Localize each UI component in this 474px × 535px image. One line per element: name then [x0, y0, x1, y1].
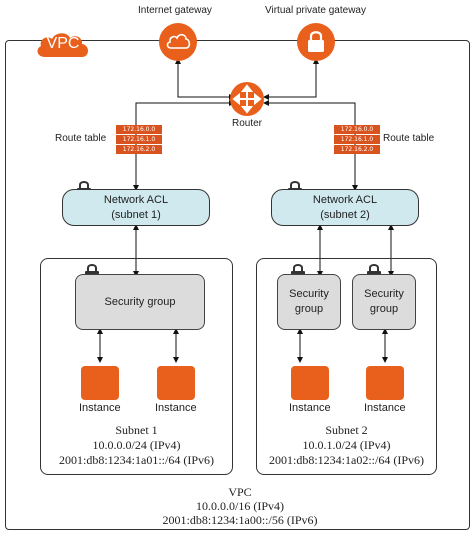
vpc-badge: VPC	[33, 29, 93, 59]
instance-label: Instance	[289, 402, 331, 414]
acl-title: Network ACL	[103, 194, 169, 206]
instance-icon	[291, 366, 329, 400]
subnet-title: Subnet 2	[325, 423, 368, 437]
acl-title: Network ACL	[312, 194, 378, 206]
security-group-label: Security	[289, 288, 329, 300]
instance-icon	[157, 366, 195, 400]
router-right-line	[263, 100, 358, 191]
subnet-cidr-v4: 10.0.0.0/24 (IPv4)	[92, 438, 181, 452]
route-table-right: 172.16.0.0 172.16.1.0 172.16.2.0	[334, 125, 380, 155]
instance-icon	[366, 366, 404, 400]
security-group-label: Security	[364, 288, 404, 300]
vpg-router-line	[263, 58, 319, 100]
route-entry: 172.16.2.0	[334, 145, 380, 154]
subnet-cidr-v6: 2001:db8:1234:1a01::/64 (IPv6)	[59, 453, 214, 467]
vpc-boundary	[5, 40, 470, 530]
router-arrows-icon	[232, 84, 262, 114]
subnet-cidr-v4: 10.0.1.0/24 (IPv4)	[302, 438, 391, 452]
cloud-icon	[166, 33, 191, 49]
vpc-title: VPC	[228, 485, 252, 499]
vpc-cidr-v6: 2001:db8:1234:1a00::/56 (IPv6)	[162, 513, 318, 527]
instance-icon	[81, 366, 119, 400]
network-acl-subnet-2: Network ACL (subnet 2)	[271, 189, 419, 226]
instance-label: Instance	[79, 402, 121, 414]
internet-gateway-label: Internet gateway	[138, 5, 212, 16]
security-group-label: group	[369, 303, 399, 315]
subnet-cidr-v6: 2001:db8:1234:1a02::/64 (IPv6)	[269, 453, 424, 467]
security-group-label: group	[294, 303, 324, 315]
route-entry: 172.16.1.0	[116, 135, 162, 144]
internet-gateway	[159, 23, 197, 61]
security-group-subnet-2b: Security group	[352, 274, 416, 330]
instance-label: Instance	[364, 402, 406, 414]
igw-router-line	[175, 58, 235, 100]
route-entry: 172.16.0.0	[116, 125, 162, 134]
vpg-label: Virtual private gateway	[265, 5, 366, 16]
route-entry: 172.16.1.0	[334, 135, 380, 144]
security-group-subnet-1: Security group	[75, 274, 205, 330]
router-left-line	[133, 100, 235, 191]
network-acl-subnet-1: Network ACL (subnet 1)	[62, 189, 210, 226]
acl-subtitle: (subnet 2)	[320, 209, 370, 221]
instance-label: Instance	[155, 402, 197, 414]
lock-icon	[308, 31, 324, 52]
router-label: Router	[232, 118, 263, 129]
vpc-caption: VPC 10.0.0.0/16 (IPv4) 2001:db8:1234:1a0…	[120, 485, 360, 527]
security-group-subnet-2a: Security group	[277, 274, 341, 330]
subnet-2-caption: Subnet 2 10.0.1.0/24 (IPv4) 2001:db8:123…	[256, 423, 437, 468]
security-group-label: Security group	[104, 296, 176, 308]
route-table-left-label: Route table	[55, 133, 107, 144]
vpc-cidr-v4: 10.0.0.0/16 (IPv4)	[196, 499, 284, 513]
route-entry: 172.16.2.0	[116, 145, 162, 154]
virtual-private-gateway	[297, 23, 335, 61]
subnet-title: Subnet 1	[115, 423, 158, 437]
route-table-right-label: Route table	[383, 133, 435, 144]
router	[230, 82, 264, 116]
subnet-1-caption: Subnet 1 10.0.0.0/24 (IPv4) 2001:db8:123…	[40, 423, 233, 468]
route-entry: 172.16.0.0	[334, 125, 380, 134]
route-table-left: 172.16.0.0 172.16.1.0 172.16.2.0	[116, 125, 162, 155]
vpc-badge-label: VPC	[46, 35, 80, 52]
acl-subtitle: (subnet 1)	[111, 209, 161, 221]
cloud-icon	[37, 33, 88, 57]
